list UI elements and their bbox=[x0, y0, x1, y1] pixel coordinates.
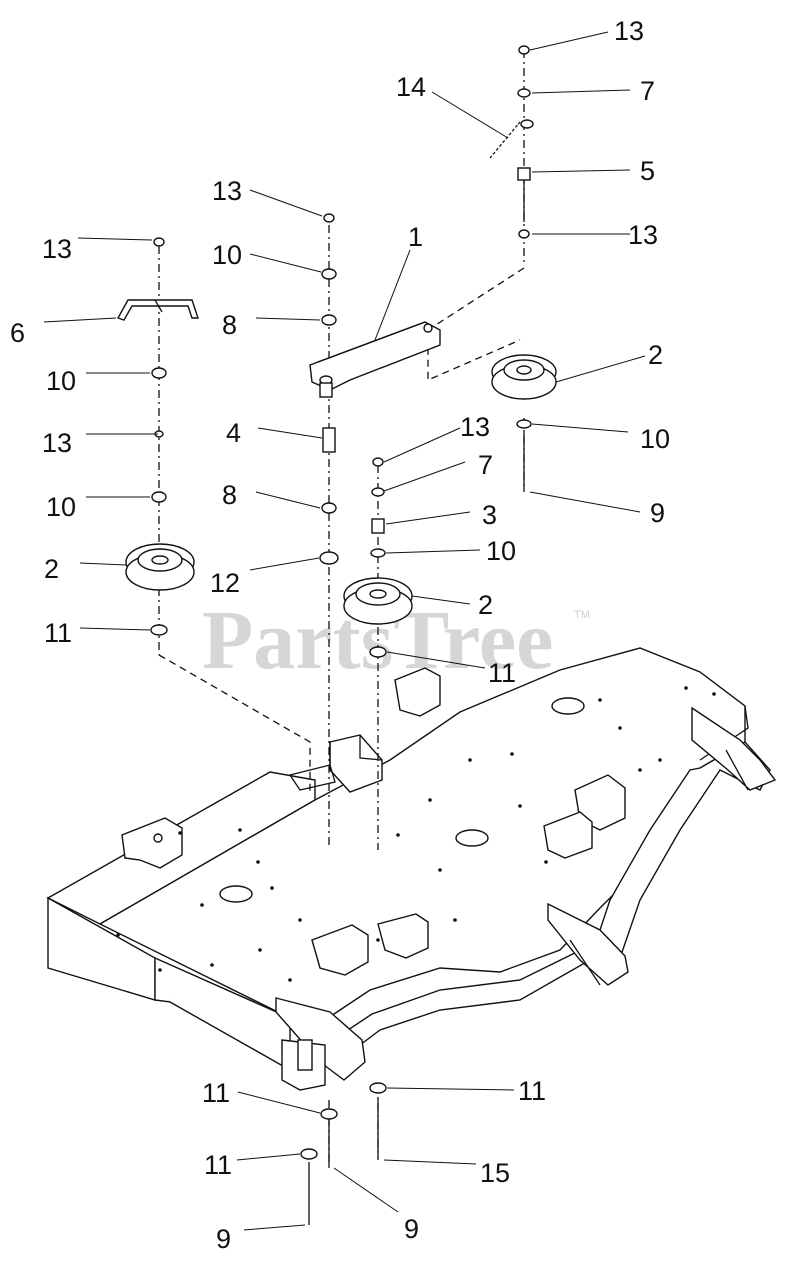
callout-label: 11 bbox=[518, 1076, 546, 1106]
washer bbox=[151, 367, 167, 379]
callout-label: 13 bbox=[460, 412, 490, 442]
callout-label: 9 bbox=[216, 1224, 231, 1254]
callout-label: 2 bbox=[44, 554, 59, 584]
idler-pulley bbox=[491, 354, 557, 400]
callout-label: 7 bbox=[478, 450, 493, 480]
callout-label: 2 bbox=[648, 340, 663, 370]
washer bbox=[370, 548, 386, 558]
callout-label: 12 bbox=[210, 568, 240, 598]
deck-bracket bbox=[543, 774, 626, 859]
deck-holes bbox=[116, 686, 716, 982]
callout-label: 11 bbox=[202, 1078, 230, 1108]
idler-pulley bbox=[343, 577, 413, 625]
callout-label: 10 bbox=[212, 240, 242, 270]
bushing bbox=[371, 518, 385, 534]
callout-label: 8 bbox=[222, 480, 237, 510]
eyebolt bbox=[517, 119, 534, 222]
callout-label: 11 bbox=[204, 1150, 232, 1180]
washer bbox=[369, 1082, 387, 1094]
callout-label: 5 bbox=[640, 156, 655, 186]
callout-label: 10 bbox=[486, 536, 516, 566]
callout-label: 10 bbox=[640, 424, 670, 454]
callout-label: 13 bbox=[614, 16, 644, 46]
callout-label: 13 bbox=[212, 176, 242, 206]
watermark-trademark: TM bbox=[574, 609, 590, 621]
leader-lines bbox=[43, 31, 646, 1231]
washer bbox=[320, 1108, 338, 1120]
callout-label: 15 bbox=[480, 1158, 510, 1188]
washer bbox=[321, 502, 337, 514]
deck-bracket bbox=[394, 667, 441, 717]
hardware-parts bbox=[116, 45, 557, 1225]
washer bbox=[371, 487, 385, 497]
extension-spring bbox=[489, 121, 521, 159]
spindle-hole bbox=[551, 697, 585, 715]
callout-label: 7 bbox=[640, 76, 655, 106]
pulley-bracket bbox=[116, 299, 199, 321]
callout-label: 9 bbox=[650, 498, 665, 528]
callout-label: 6 bbox=[10, 318, 25, 348]
locknut bbox=[518, 45, 530, 55]
callout-label: 10 bbox=[46, 366, 76, 396]
callout-label: 11 bbox=[44, 618, 72, 648]
callout-label: 8 bbox=[222, 310, 237, 340]
washer bbox=[319, 551, 339, 565]
washer bbox=[300, 1148, 318, 1160]
deck-bracket bbox=[311, 913, 429, 976]
callout-label: 1 bbox=[408, 222, 423, 252]
washer bbox=[516, 419, 532, 429]
callout-label: 3 bbox=[482, 500, 497, 530]
spindle-hole bbox=[219, 885, 253, 903]
mower-deck bbox=[46, 647, 777, 1091]
callout-label: 11 bbox=[488, 658, 516, 688]
deck-bracket bbox=[121, 817, 183, 869]
washer bbox=[369, 646, 387, 658]
idler-pulley bbox=[125, 543, 195, 591]
locknut bbox=[153, 237, 165, 247]
spacer bbox=[322, 427, 336, 453]
callout-label: 13 bbox=[628, 220, 658, 250]
callout-label: 10 bbox=[46, 492, 76, 522]
spindle-hole bbox=[455, 829, 489, 847]
washer bbox=[321, 314, 337, 326]
washer bbox=[150, 624, 168, 636]
locknut bbox=[372, 457, 384, 467]
callout-labels: 13 7 14 5 13 13 1 13 10 6 8 2 10 10 4 13… bbox=[10, 16, 670, 1254]
washer bbox=[321, 268, 337, 280]
callout-label: 13 bbox=[42, 428, 72, 458]
callout-label: 14 bbox=[396, 72, 426, 102]
callout-label: 4 bbox=[226, 418, 241, 448]
idler-arm bbox=[309, 321, 441, 398]
locknut bbox=[323, 213, 335, 223]
callout-label: 13 bbox=[42, 234, 72, 264]
washer bbox=[517, 88, 531, 98]
callout-label: 2 bbox=[478, 590, 493, 620]
washer bbox=[151, 491, 167, 503]
locknut bbox=[518, 229, 530, 239]
callout-label: 9 bbox=[404, 1214, 419, 1244]
